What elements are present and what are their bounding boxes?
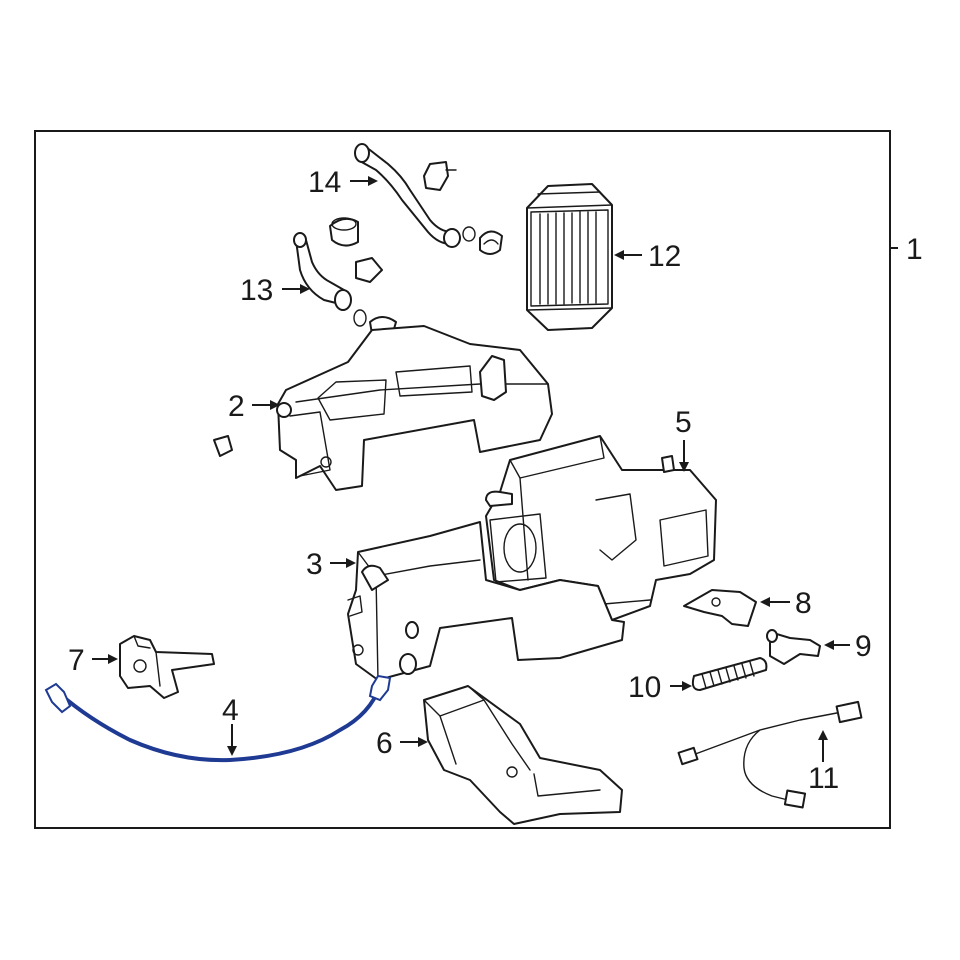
callout-12: 12 [648, 240, 681, 273]
callout-10: 10 [628, 671, 661, 704]
callout-9: 9 [855, 630, 872, 663]
part-12-heater-core[interactable] [526, 183, 613, 331]
part-13-heater-hose-lower[interactable] [293, 217, 397, 340]
callout-2: 2 [228, 390, 245, 423]
callout-8: 8 [795, 587, 812, 620]
callout-6: 6 [376, 727, 393, 760]
diagram-frame [34, 130, 891, 829]
callout-13: 13 [240, 274, 273, 307]
callout-4: 4 [222, 694, 239, 727]
part-7-actuator[interactable] [119, 635, 215, 699]
part-9-sensor[interactable] [766, 629, 821, 665]
part-3-lower-case[interactable] [347, 521, 625, 681]
callout-14: 14 [308, 166, 341, 199]
part-14-heater-hose-upper[interactable] [354, 143, 503, 255]
leaders [92, 176, 850, 762]
part-2-clip[interactable] [213, 435, 233, 457]
callout-11: 11 [808, 762, 839, 795]
callout-7: 7 [68, 644, 85, 677]
callout-5: 5 [675, 406, 692, 439]
part-8-bracket[interactable] [683, 589, 757, 627]
part-11-wire-harness[interactable] [677, 700, 863, 809]
part-5-blower-case[interactable] [485, 435, 717, 621]
part-10-aspirator-hose[interactable] [691, 657, 768, 691]
part-6-lower-duct[interactable] [423, 685, 623, 825]
callout-3: 3 [306, 548, 323, 581]
part-2-upper-case[interactable] [276, 325, 553, 491]
callout-1: 1 [906, 233, 923, 266]
part-4-control-cable[interactable] [44, 674, 392, 763]
